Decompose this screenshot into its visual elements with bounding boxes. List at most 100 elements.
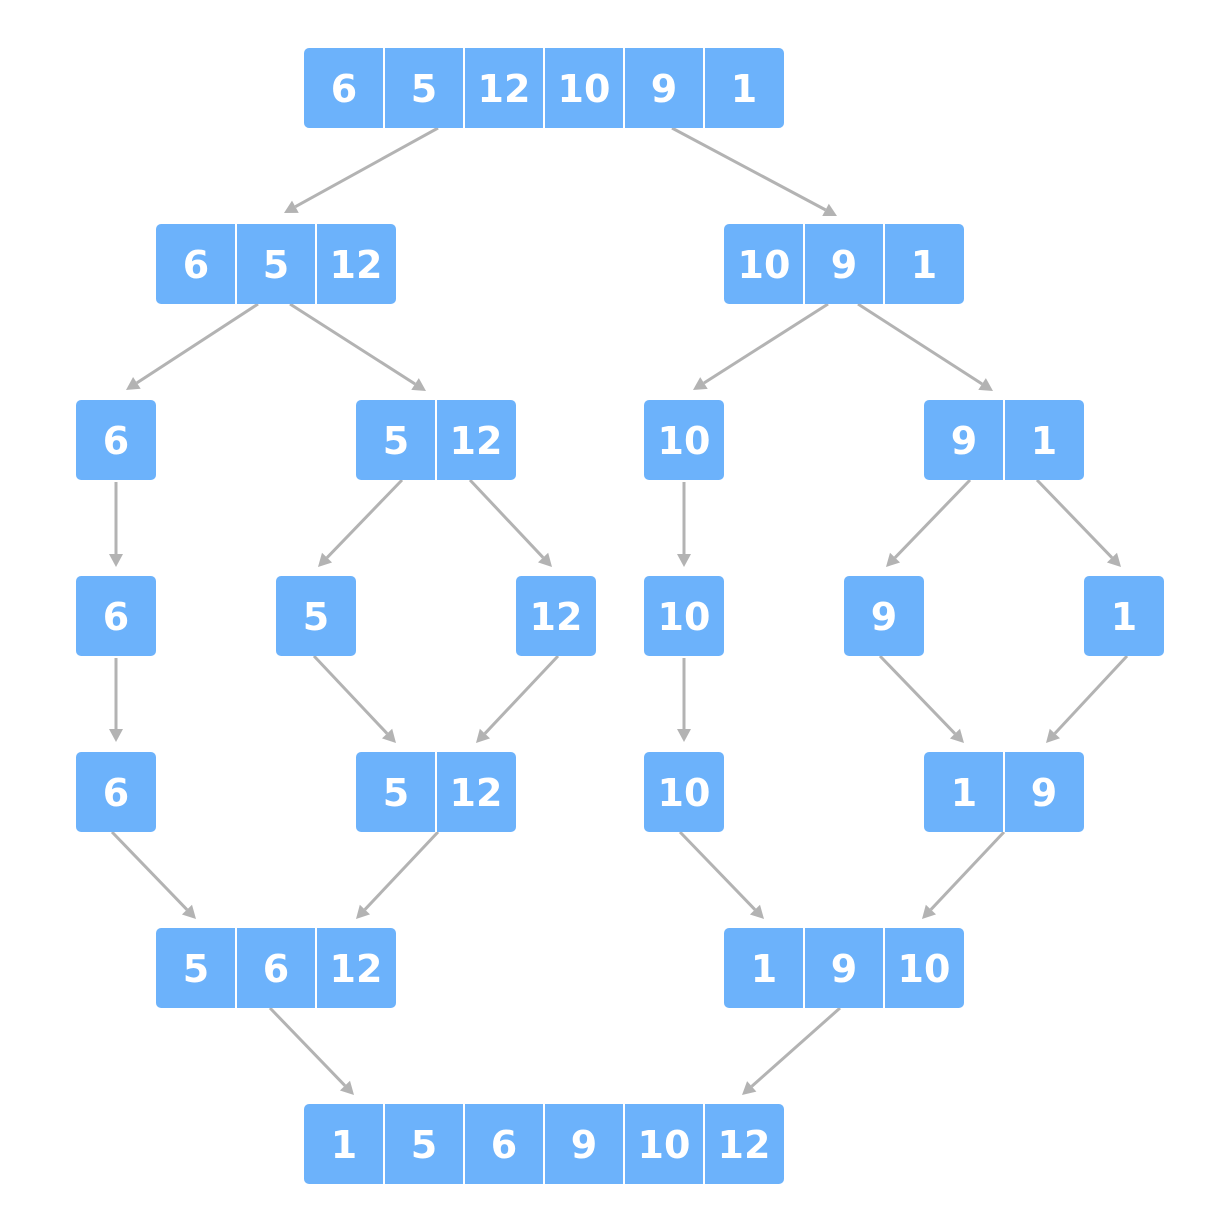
- arrowhead-icon: [693, 377, 708, 390]
- cell-value: 12: [530, 595, 583, 639]
- arrowhead-icon: [978, 378, 993, 391]
- edge-line: [294, 126, 439, 209]
- cell-value: 12: [330, 243, 383, 287]
- cell-value: 1: [731, 67, 757, 111]
- array-node-n7: 6: [76, 576, 156, 656]
- edge-n18-n19: [742, 1006, 841, 1095]
- array-box: [644, 576, 724, 656]
- arrowhead-icon: [318, 552, 333, 567]
- edge-line: [110, 830, 189, 911]
- cell-value: 10: [638, 1123, 691, 1167]
- edge-n15-n18: [678, 830, 764, 919]
- cell-value: 12: [478, 67, 531, 111]
- edge-n10-n15: [677, 658, 691, 742]
- cell-value: 6: [103, 419, 129, 463]
- array-box: [644, 400, 724, 480]
- arrowhead-icon: [284, 200, 299, 213]
- cell-value: 10: [738, 243, 791, 287]
- arrowhead-icon: [537, 552, 552, 567]
- edge-n14-n17: [356, 830, 440, 919]
- cell-value: 10: [898, 947, 951, 991]
- array-node-n15: 10: [644, 752, 724, 832]
- edge-n9-n14: [476, 654, 560, 743]
- array-node-n11: 9: [844, 576, 924, 656]
- arrowhead-icon: [949, 728, 964, 743]
- array-box: [156, 928, 396, 1008]
- arrowhead-icon: [922, 904, 937, 919]
- arrowhead-icon: [126, 377, 141, 390]
- edge-line: [671, 126, 827, 212]
- cell-value: 10: [658, 771, 711, 815]
- edge-line: [268, 1006, 347, 1087]
- cell-value: 1: [1031, 419, 1057, 463]
- arrowhead-icon: [677, 729, 691, 742]
- edge-line: [483, 654, 560, 735]
- arrowhead-icon: [181, 904, 196, 919]
- cell-value: 1: [951, 771, 977, 815]
- arrowhead-icon: [742, 1081, 757, 1095]
- cell-value: 9: [831, 243, 857, 287]
- array-node-n13: 6: [76, 752, 156, 832]
- edge-line: [703, 302, 829, 385]
- cell-value: 1: [331, 1123, 357, 1167]
- edge-line: [289, 302, 416, 386]
- arrowhead-icon: [339, 1080, 354, 1095]
- cell-value: 9: [651, 67, 677, 111]
- array-box: [76, 576, 156, 656]
- array-node-n10: 10: [644, 576, 724, 656]
- edge-line: [878, 654, 957, 735]
- cell-value: 6: [263, 947, 289, 991]
- edge-n5-n10: [677, 482, 691, 567]
- array-box: [516, 576, 596, 656]
- array-node-n8: 5: [276, 576, 356, 656]
- array-node-n9: 12: [516, 576, 596, 656]
- array-box: [644, 752, 724, 832]
- cell-value: 1: [751, 947, 777, 991]
- cell-value: 9: [831, 947, 857, 991]
- edge-n13-n17: [110, 830, 196, 919]
- edge-line: [1035, 478, 1114, 559]
- cell-value: 5: [303, 595, 329, 639]
- array-node-n5: 10: [644, 400, 724, 480]
- arrowhead-icon: [886, 552, 901, 567]
- array-box: [724, 928, 964, 1008]
- array-box: [844, 576, 924, 656]
- cell-value: 12: [450, 419, 503, 463]
- edge-n6-n11: [886, 478, 972, 567]
- cell-value: 6: [331, 67, 357, 111]
- arrowhead-icon: [749, 904, 764, 919]
- array-node-n12: 1: [1084, 576, 1164, 656]
- array-node-n4: 5 12: [356, 400, 516, 480]
- edge-n0-n1: [284, 126, 439, 213]
- arrowhead-icon: [476, 728, 491, 743]
- arrowhead-icon: [822, 203, 837, 217]
- edge-n12-n16: [1046, 654, 1129, 743]
- edge-n17-n19: [268, 1006, 354, 1095]
- arrowhead-icon: [1046, 728, 1060, 743]
- edge-n3-n7: [109, 482, 123, 567]
- edge-line: [750, 1006, 841, 1088]
- cell-value: 5: [383, 419, 409, 463]
- arrowhead-icon: [411, 378, 426, 391]
- cell-value: 9: [871, 595, 897, 639]
- edge-n8-n14: [312, 654, 396, 743]
- cell-value: 5: [263, 243, 289, 287]
- cell-value: 5: [411, 67, 437, 111]
- arrowhead-icon: [356, 904, 371, 919]
- cell-value: 10: [558, 67, 611, 111]
- edge-line: [678, 830, 757, 911]
- edge-line: [893, 478, 972, 559]
- array-node-n3: 6: [76, 400, 156, 480]
- edge-n4-n8: [318, 478, 404, 567]
- edge-line: [1053, 654, 1129, 735]
- cell-value: 1: [1111, 595, 1137, 639]
- edge-n2-n6: [857, 302, 993, 391]
- cell-value: 6: [491, 1123, 517, 1167]
- cell-value: 5: [183, 947, 209, 991]
